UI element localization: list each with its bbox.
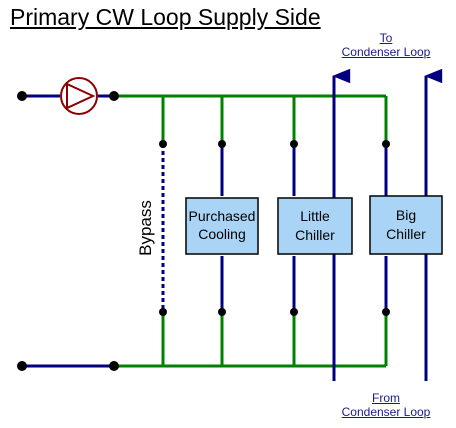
big-chiller-unit: Big Chiller: [369, 195, 443, 255]
node: [109, 91, 119, 101]
node: [290, 308, 298, 316]
diagram-title: Primary CW Loop Supply Side: [10, 4, 321, 30]
node: [159, 140, 167, 148]
little-chiller-line1: Little: [300, 208, 330, 224]
node: [17, 361, 27, 371]
node: [382, 308, 390, 316]
bypass-label: Bypass: [136, 200, 155, 256]
node: [290, 140, 298, 148]
purchased-cooling-unit: Purchased Cooling: [185, 197, 259, 255]
node: [218, 140, 226, 148]
node: [17, 91, 27, 101]
little-chiller-unit: Little Chiller: [277, 197, 353, 255]
purchased-cooling-line2: Cooling: [198, 226, 245, 242]
node: [382, 140, 390, 148]
condenser-to-line2: Condenser Loop: [341, 45, 431, 59]
condenser-from-line2: Condenser Loop: [341, 405, 431, 419]
big-chiller-line1: Big: [396, 207, 416, 223]
condenser-from-line1: From: [372, 391, 400, 405]
pump-icon: [60, 77, 98, 115]
purchased-cooling-line1: Purchased: [189, 208, 256, 224]
little-chiller-line2: Chiller: [295, 227, 335, 243]
node: [109, 361, 119, 371]
condenser-loop-to-label: To Condenser Loop: [334, 31, 438, 59]
big-chiller-line2: Chiller: [386, 226, 426, 242]
condenser-loop-from-label: From Condenser Loop: [334, 391, 438, 419]
pipe-nodes: [17, 91, 390, 371]
node: [159, 308, 167, 316]
condenser-to-line1: To: [379, 31, 393, 45]
node: [218, 308, 226, 316]
